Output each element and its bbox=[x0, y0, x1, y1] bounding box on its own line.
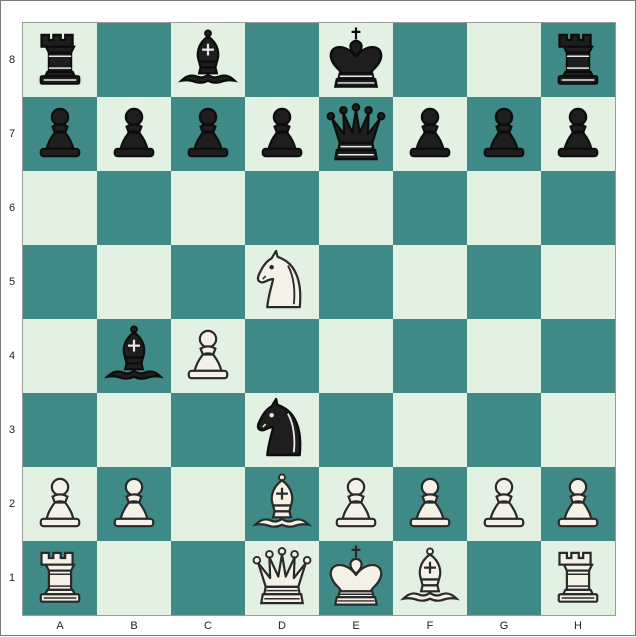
square-g5[interactable] bbox=[467, 245, 541, 319]
square-f4[interactable] bbox=[393, 319, 467, 393]
white-pawn-b2-icon[interactable] bbox=[97, 467, 171, 541]
file-label-h: H bbox=[574, 620, 582, 632]
black-knight-d3-icon[interactable] bbox=[245, 393, 319, 467]
square-e6[interactable] bbox=[319, 171, 393, 245]
rank-label-8: 8 bbox=[8, 54, 16, 66]
file-label-d: D bbox=[278, 620, 286, 632]
square-f6[interactable] bbox=[393, 171, 467, 245]
white-pawn-g2-icon[interactable] bbox=[467, 467, 541, 541]
file-label-c: C bbox=[204, 620, 212, 632]
square-g3[interactable] bbox=[467, 393, 541, 467]
black-rook-a8-icon[interactable] bbox=[23, 23, 97, 97]
square-a3[interactable] bbox=[23, 393, 97, 467]
black-king-e8-icon[interactable] bbox=[319, 23, 393, 97]
white-knight-d5-icon[interactable] bbox=[245, 245, 319, 319]
white-queen-d1-icon[interactable] bbox=[245, 541, 319, 615]
black-rook-h8-icon[interactable] bbox=[541, 23, 615, 97]
black-pawn-d7-icon[interactable] bbox=[245, 97, 319, 171]
rank-label-5: 5 bbox=[8, 276, 16, 288]
square-f3[interactable] bbox=[393, 393, 467, 467]
square-b6[interactable] bbox=[97, 171, 171, 245]
file-label-e: E bbox=[352, 620, 360, 632]
white-pawn-a2-icon[interactable] bbox=[23, 467, 97, 541]
square-b8[interactable] bbox=[97, 23, 171, 97]
black-pawn-b7-icon[interactable] bbox=[97, 97, 171, 171]
rank-label-2: 2 bbox=[8, 498, 16, 510]
black-pawn-a7-icon[interactable] bbox=[23, 97, 97, 171]
rank-label-6: 6 bbox=[8, 202, 16, 214]
black-bishop-b4-icon[interactable] bbox=[97, 319, 171, 393]
square-c6[interactable] bbox=[171, 171, 245, 245]
square-c1[interactable] bbox=[171, 541, 245, 615]
square-f8[interactable] bbox=[393, 23, 467, 97]
chess-board bbox=[22, 22, 616, 616]
square-a6[interactable] bbox=[23, 171, 97, 245]
white-rook-a1-icon[interactable] bbox=[23, 541, 97, 615]
white-bishop-d2-icon[interactable] bbox=[245, 467, 319, 541]
square-f5[interactable] bbox=[393, 245, 467, 319]
square-e4[interactable] bbox=[319, 319, 393, 393]
white-pawn-e2-icon[interactable] bbox=[319, 467, 393, 541]
rank-label-3: 3 bbox=[8, 424, 16, 436]
square-h6[interactable] bbox=[541, 171, 615, 245]
file-label-f: F bbox=[426, 620, 434, 632]
square-b1[interactable] bbox=[97, 541, 171, 615]
square-b3[interactable] bbox=[97, 393, 171, 467]
white-bishop-f1-icon[interactable] bbox=[393, 541, 467, 615]
white-pawn-c4-icon[interactable] bbox=[171, 319, 245, 393]
square-g1[interactable] bbox=[467, 541, 541, 615]
rank-label-1: 1 bbox=[8, 572, 16, 584]
square-g6[interactable] bbox=[467, 171, 541, 245]
square-e3[interactable] bbox=[319, 393, 393, 467]
square-g8[interactable] bbox=[467, 23, 541, 97]
square-b5[interactable] bbox=[97, 245, 171, 319]
black-bishop-c8-icon[interactable] bbox=[171, 23, 245, 97]
square-h4[interactable] bbox=[541, 319, 615, 393]
square-c2[interactable] bbox=[171, 467, 245, 541]
white-rook-h1-icon[interactable] bbox=[541, 541, 615, 615]
black-queen-e7-icon[interactable] bbox=[319, 97, 393, 171]
square-d6[interactable] bbox=[245, 171, 319, 245]
black-pawn-f7-icon[interactable] bbox=[393, 97, 467, 171]
rank-label-4: 4 bbox=[8, 350, 16, 362]
white-king-e1-icon[interactable] bbox=[319, 541, 393, 615]
square-a4[interactable] bbox=[23, 319, 97, 393]
square-g4[interactable] bbox=[467, 319, 541, 393]
square-c5[interactable] bbox=[171, 245, 245, 319]
square-c3[interactable] bbox=[171, 393, 245, 467]
square-h5[interactable] bbox=[541, 245, 615, 319]
square-d8[interactable] bbox=[245, 23, 319, 97]
white-pawn-h2-icon[interactable] bbox=[541, 467, 615, 541]
black-pawn-c7-icon[interactable] bbox=[171, 97, 245, 171]
square-a5[interactable] bbox=[23, 245, 97, 319]
file-label-g: G bbox=[499, 620, 509, 632]
square-e5[interactable] bbox=[319, 245, 393, 319]
rank-label-7: 7 bbox=[8, 128, 16, 140]
file-label-b: B bbox=[130, 620, 138, 632]
white-pawn-f2-icon[interactable] bbox=[393, 467, 467, 541]
black-pawn-h7-icon[interactable] bbox=[541, 97, 615, 171]
file-label-a: A bbox=[56, 620, 64, 632]
black-pawn-g7-icon[interactable] bbox=[467, 97, 541, 171]
square-h3[interactable] bbox=[541, 393, 615, 467]
square-d4[interactable] bbox=[245, 319, 319, 393]
